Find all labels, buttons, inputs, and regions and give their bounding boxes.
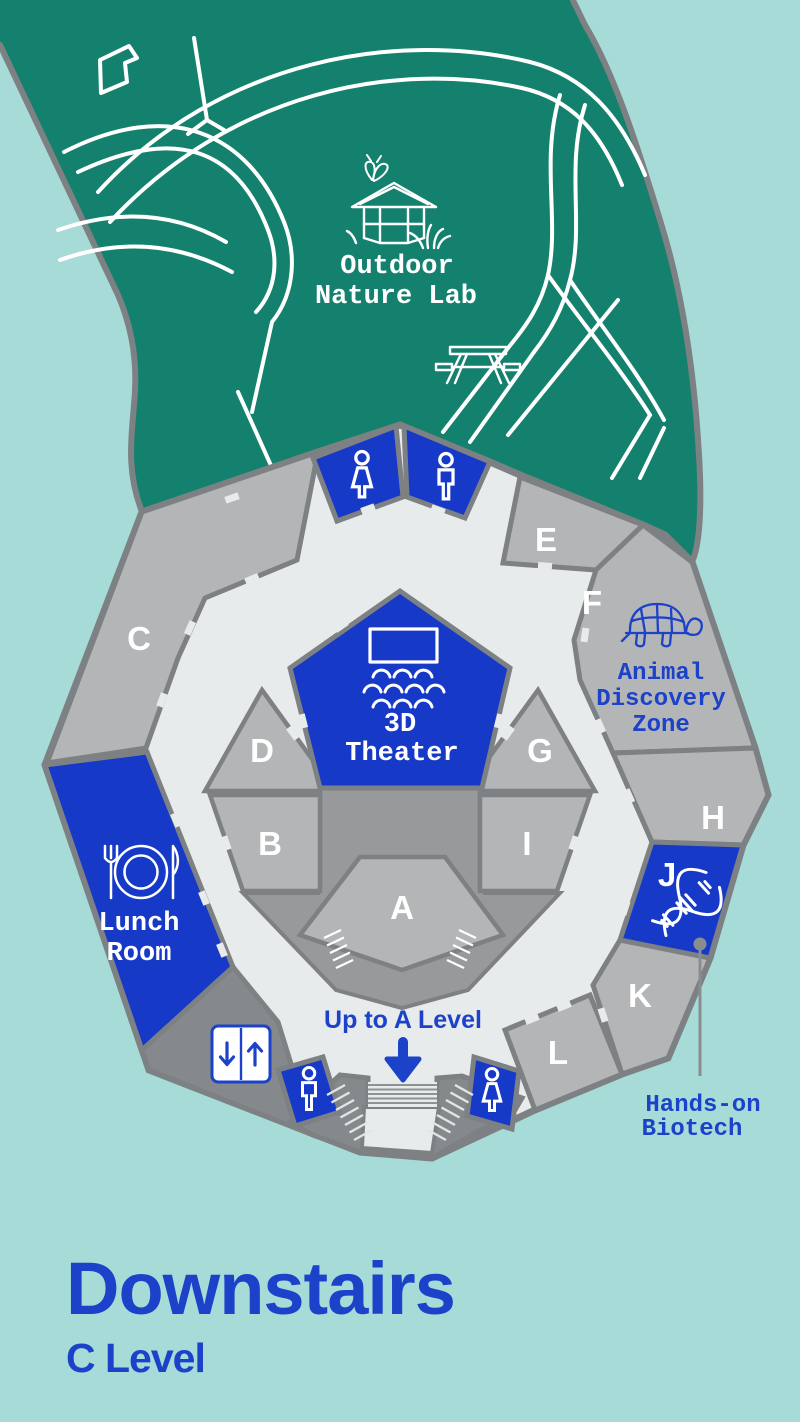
biotech-label-line2: Biotech <box>642 1116 743 1143</box>
animal-label-line2: Discovery <box>596 686 726 713</box>
room-label-h: H <box>701 799 725 836</box>
room-label-f: F <box>582 584 602 621</box>
restroom-top-men <box>401 422 494 522</box>
butterfly-icon <box>364 154 389 182</box>
map-title: Downstairs C Level <box>66 1247 456 1381</box>
room-letters: A B C D E F G H I J K L <box>127 521 725 1071</box>
outdoor-area-shape <box>0 0 704 568</box>
room-g <box>477 685 599 794</box>
room-h <box>609 745 771 848</box>
restroom-bottom-women <box>464 1053 522 1133</box>
main-stairs <box>326 1082 474 1156</box>
stair-landing <box>359 1105 442 1156</box>
room-label-i: I <box>522 825 531 862</box>
restroom-bottom-men <box>274 1053 344 1130</box>
room-label-e: E <box>535 521 557 558</box>
stair-flight-left <box>326 1083 373 1142</box>
room-label-a: A <box>390 889 414 926</box>
elevator-icon <box>210 1024 272 1084</box>
biotech-leader <box>693 937 707 1076</box>
room-label-c: C <box>127 620 151 657</box>
theater-icons <box>362 627 446 709</box>
room-label-k: K <box>628 977 652 1014</box>
page-subtitle: C Level <box>66 1335 205 1381</box>
outdoor-trails <box>56 36 666 480</box>
turtle-icon <box>620 602 703 648</box>
animal-label-line3: Zone <box>632 712 690 739</box>
page-title: Downstairs <box>66 1247 455 1330</box>
room-b <box>206 792 323 894</box>
room-label-b: B <box>258 825 282 862</box>
biotech-label-line1: Hands-on <box>645 1092 760 1119</box>
down-arrow-icon <box>384 1037 422 1083</box>
animal-label-line1: Animal <box>618 660 704 687</box>
theater-label-line1: 3D <box>384 710 416 740</box>
central-island <box>201 685 599 1011</box>
up-to-a-level-label: Up to A Level <box>324 1006 482 1034</box>
lunch-label-line1: Lunch <box>98 909 179 939</box>
lunch-room <box>41 749 236 1055</box>
outdoor-label-line1: Outdoor <box>340 252 453 282</box>
room-label-l: L <box>548 1034 568 1071</box>
room-label-d: D <box>250 732 274 769</box>
island-stairs <box>323 929 477 969</box>
stair-flight-right <box>427 1083 474 1142</box>
gazebo-icon <box>345 181 452 250</box>
room-i <box>477 792 594 894</box>
theater-label-line2: Theater <box>345 739 458 769</box>
cutlery-plate-icon <box>103 844 180 900</box>
movie-screen-icon <box>368 627 439 664</box>
room-label-j: J <box>658 856 676 893</box>
gray-rooms <box>43 448 771 1114</box>
outdoor-label-line2: Nature Lab <box>315 282 477 312</box>
audience-icon <box>362 668 446 709</box>
picnic-table-icon <box>434 345 522 385</box>
door-gaps <box>156 492 639 1025</box>
room-d <box>201 685 323 794</box>
restroom-top-women <box>309 422 406 525</box>
outdoor-nature-lab-area: Outdoor Nature Lab <box>0 0 704 568</box>
zone-labels: 3D Theater Lunch Room Animal Discovery Z… <box>98 660 760 1143</box>
dna-icon <box>651 867 723 938</box>
lunch-label-line2: Room <box>107 939 172 969</box>
room-label-g: G <box>527 732 553 769</box>
